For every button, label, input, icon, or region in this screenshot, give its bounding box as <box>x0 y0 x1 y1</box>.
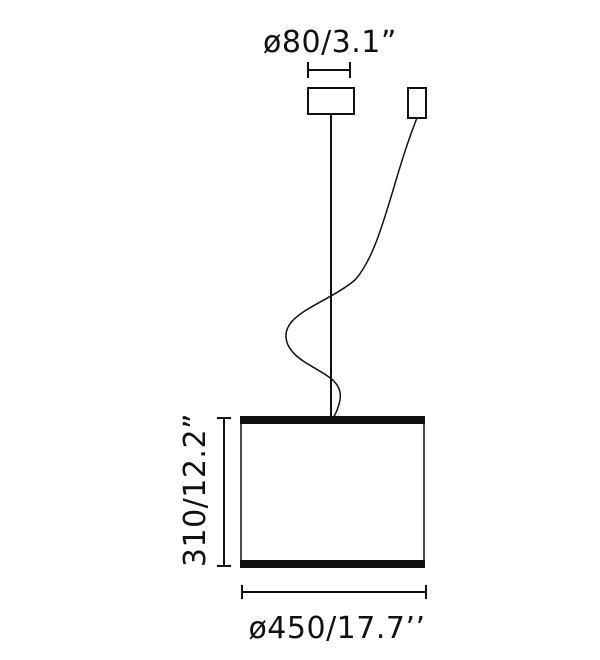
lamp-shade <box>240 416 425 568</box>
shade-dimension-line <box>241 585 427 599</box>
power-connector <box>407 87 427 119</box>
shade-diameter-label: ø450/17.7’’ <box>248 611 425 646</box>
canopy-diameter-label: ø80/3.1” <box>263 25 397 60</box>
power-cable <box>285 117 418 419</box>
height-dimension-line <box>217 417 231 567</box>
shade-top-band <box>240 416 425 424</box>
canopy-dimension-line <box>307 62 351 78</box>
height-label: 310/12.2” <box>178 413 213 567</box>
ceiling-canopy <box>307 87 355 115</box>
shade-bottom-band <box>240 560 425 568</box>
